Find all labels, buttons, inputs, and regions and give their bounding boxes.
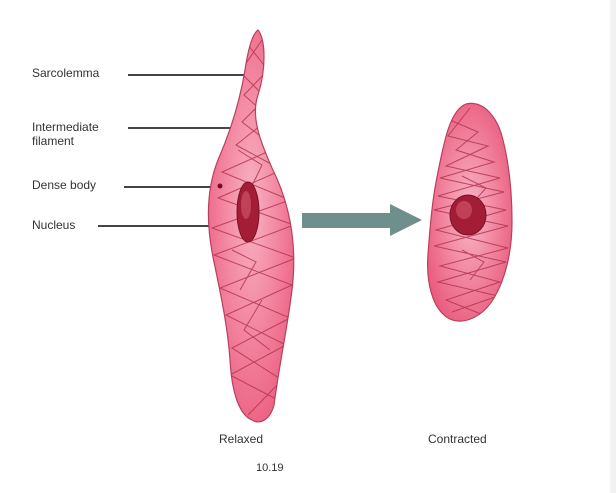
transition-arrow [302,204,422,236]
caption-contracted: Contracted [428,432,487,446]
right-border [610,0,616,493]
caption-relaxed: Relaxed [219,432,263,446]
dense-body-dot [218,184,223,189]
figure-number: 10.19 [256,462,284,474]
